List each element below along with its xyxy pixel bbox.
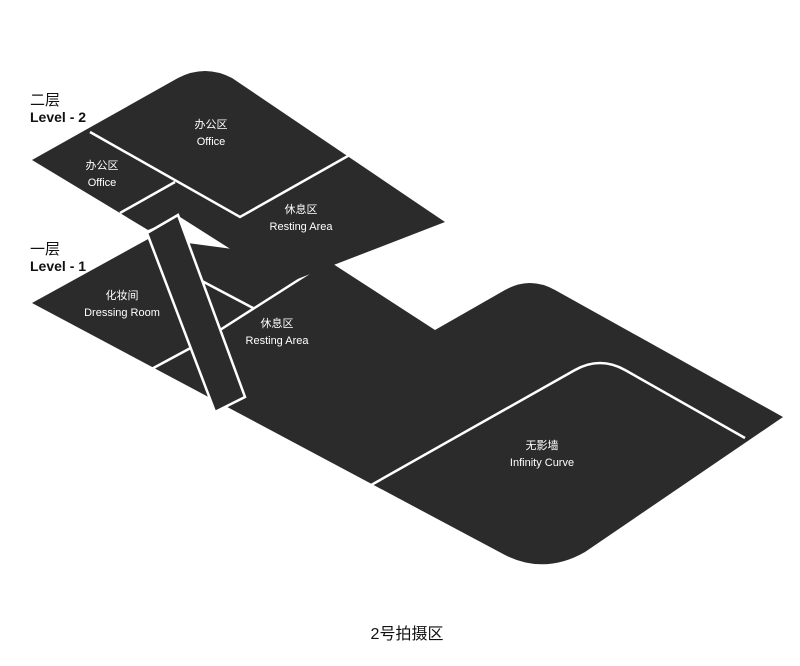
room-name-cn: 无影墙	[525, 440, 559, 452]
room-resting-l1: 休息区 Resting Area	[246, 316, 309, 350]
level-1-name-cn: 一层	[30, 241, 61, 258]
room-name-cn: 办公区	[85, 160, 119, 172]
room-name-cn: 休息区	[284, 204, 318, 216]
room-dressing: 化妆间 Dressing Room	[84, 288, 160, 322]
room-name-cn: 休息区	[260, 318, 294, 330]
room-name-cn: 化妆间	[105, 290, 139, 302]
room-name-cn: 办公区	[194, 119, 228, 131]
level-2-floor	[32, 71, 445, 287]
room-name-en: Office	[196, 136, 226, 148]
infinity-curve-divider	[356, 361, 746, 495]
level-1-name-en: Level - 1	[30, 258, 87, 274]
room-name-en: Dressing Room	[84, 307, 160, 319]
staircase	[145, 213, 247, 414]
room-resting-l2: 休息区 Resting Area	[270, 202, 333, 236]
room-name-en: Resting Area	[245, 335, 309, 347]
room-office-main: 办公区 Office	[195, 117, 228, 151]
level-1-floor	[32, 238, 783, 565]
level-2-label: 二层 Level - 2	[30, 92, 86, 126]
room-name-en: Office	[87, 177, 117, 189]
plan-caption: 2号拍摄区	[370, 626, 444, 643]
room-infinity-curve: 无影墙 Infinity Curve	[510, 438, 574, 472]
level-1-label: 一层 Level - 1	[30, 241, 86, 275]
room-office-small: 办公区 Office	[86, 158, 119, 192]
level-2-name-en: Level - 2	[30, 109, 87, 125]
level-2-dividers	[89, 130, 363, 219]
room-name-en: Infinity Curve	[509, 457, 575, 469]
level-2-name-cn: 二层	[30, 92, 61, 109]
room-name-en: Resting Area	[269, 221, 333, 233]
